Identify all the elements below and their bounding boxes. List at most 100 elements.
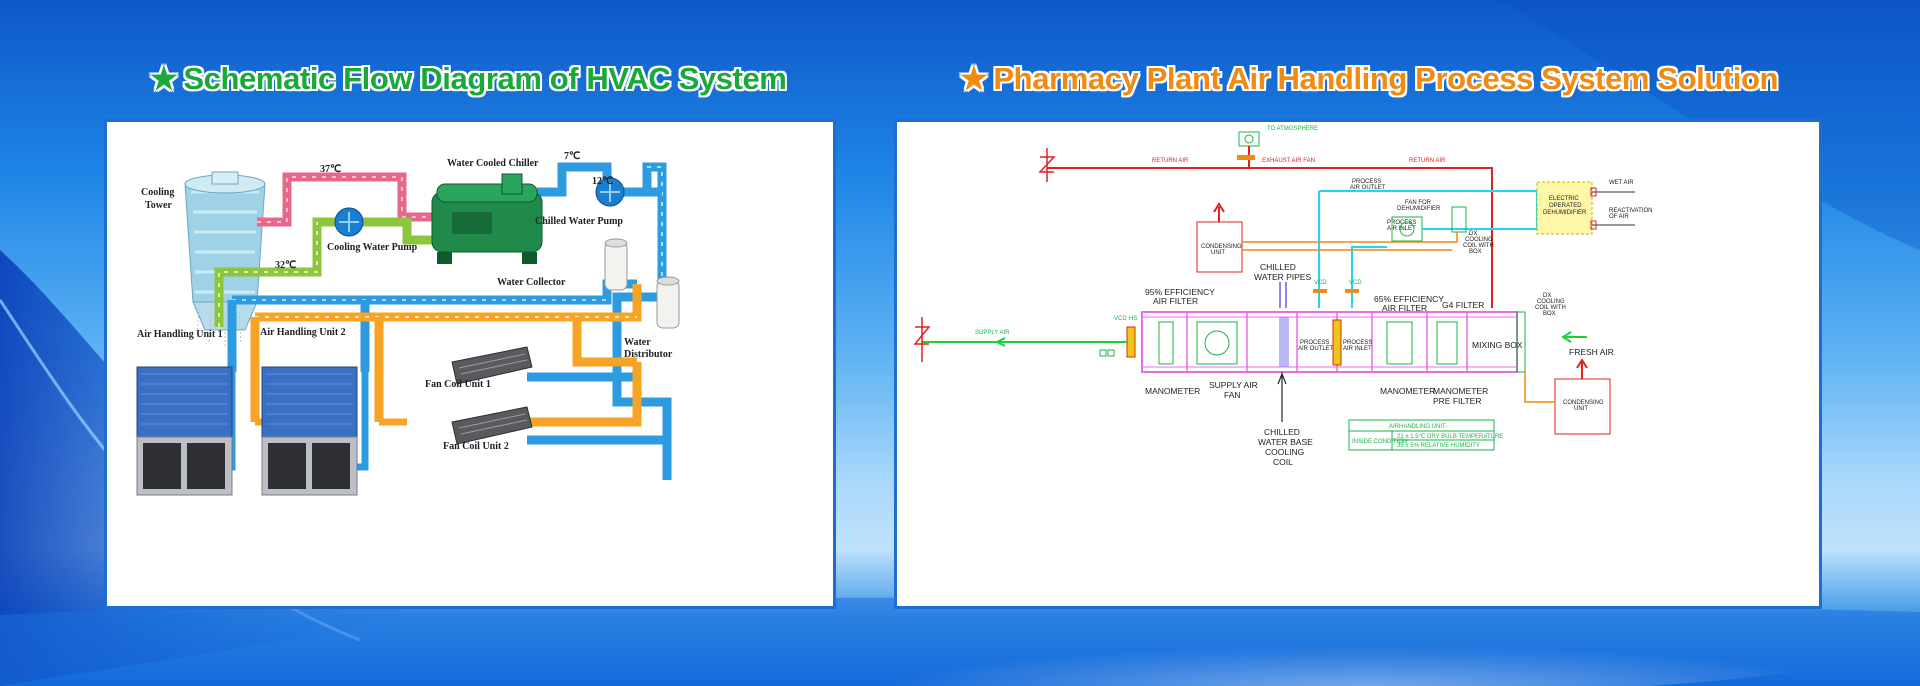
air-handling-unit-2-icon xyxy=(261,366,358,496)
chilled-water-pump-icon xyxy=(595,177,625,207)
star-icon: ★ xyxy=(150,61,178,96)
chiller-icon xyxy=(431,173,543,264)
table-left-cell: INSIDE CONDITION xyxy=(1352,439,1407,445)
dehumidifier-label-3: DEHUMIDIFIER xyxy=(1543,210,1587,216)
water-distributor-icon xyxy=(656,276,680,329)
condensing-unit-bottom-label-1: CONDENSING xyxy=(1563,400,1604,406)
eff65-label-2: AIR FILTER xyxy=(1382,303,1427,313)
return-air-line xyxy=(1047,167,1493,308)
chilled-pump-label: Chilled Water Pump xyxy=(535,216,623,227)
chilled-coil-label-4: COIL xyxy=(1273,457,1293,467)
reactivation-label-1: REACTIVATION xyxy=(1609,208,1652,214)
supply-air-fan-label-1: SUPPLY AIR xyxy=(1209,380,1258,390)
eff95-label-2: AIR FILTER xyxy=(1153,296,1198,306)
table-row-2: 35 ± 5% RELATIVE HUMIDITY xyxy=(1397,443,1480,449)
supply-air-fan-label-2: FAN xyxy=(1224,390,1241,400)
water-collector-icon xyxy=(604,238,628,291)
dx-coil-top-icon xyxy=(1451,206,1467,233)
cooling-pump-label: Cooling Water Pump xyxy=(327,242,418,253)
vcd-label-2: VCD xyxy=(1349,280,1362,286)
cooling-water-pump-icon xyxy=(334,207,364,237)
dx-coil-top-label-2: COOLING xyxy=(1465,237,1493,243)
condensing-unit-top-label-2: UNIT xyxy=(1211,250,1225,256)
ahu2-label: Air Handling Unit 2 xyxy=(260,327,346,338)
condensing-unit-top-label-1: CONDENSING xyxy=(1201,244,1242,250)
chilled-coil-label-1: CHILLED xyxy=(1264,427,1300,437)
dx-coil-right-label-3: COIL WITH xyxy=(1535,305,1566,311)
right-heading: ★Pharmacy Plant Air Handling Process Sys… xyxy=(960,60,1778,98)
hvac-diagram-panel: Cooling Tower xyxy=(104,119,836,609)
fan-dehumidifier-label-1: FAN FOR xyxy=(1405,200,1432,206)
ahu1-label: Air Handling Unit 1 xyxy=(137,329,223,340)
damper-icon xyxy=(1237,155,1255,160)
water-distributor-label-1: Water xyxy=(624,337,651,348)
break-line-icon xyxy=(1038,148,1056,182)
dx-coil-right-label-4: BOX xyxy=(1543,311,1556,317)
temp-12-label: 12℃ xyxy=(592,176,613,187)
left-heading-text: Schematic Flow Diagram of HVAC System xyxy=(183,61,787,96)
return-air-left-label: RETURN AIR xyxy=(1152,158,1189,164)
star-icon: ★ xyxy=(960,61,988,96)
exhaust-air-fan-label: EXHAUST AIR FAN xyxy=(1262,158,1315,164)
supply-air-label: SUPPLY AIR xyxy=(975,330,1010,336)
fcu2-label: Fan Coil Unit 2 xyxy=(443,441,509,452)
process-air-outlet-mid-label-1: PROCESS xyxy=(1300,340,1329,346)
chilled-water-pipes-label-2: WATER PIPES xyxy=(1254,272,1311,282)
dehumidifier-label-1: ELECTRIC xyxy=(1549,196,1579,202)
dx-coil-top-label-4: BOX xyxy=(1469,249,1482,255)
dx-coil-top-label-1: DX xyxy=(1469,231,1477,237)
to-atmosphere-label: TO ATMOSPHERE xyxy=(1267,126,1318,132)
temp-32-label: 32℃ xyxy=(275,260,296,271)
dx-coil-right-label-2: COOLING xyxy=(1537,299,1565,305)
manometer-1-label: MANOMETER xyxy=(1145,386,1200,396)
manometer-3-label-1: MANOMETER xyxy=(1433,386,1488,396)
fresh-air-arrow xyxy=(1561,331,1587,343)
left-heading: ★Schematic Flow Diagram of HVAC System xyxy=(150,60,787,98)
dx-coil-right-label-1: DX xyxy=(1543,293,1551,299)
process-air-inlet-top-label-2: AIR INLET xyxy=(1387,226,1416,232)
g4-filter-label: G4 FILTER xyxy=(1442,300,1484,310)
water-collector-label: Water Collector xyxy=(497,277,566,288)
exhaust-fan-icon xyxy=(1238,131,1260,147)
process-air-inlet-top-label-1: PROCESS xyxy=(1387,220,1416,226)
reactivation-label-2: OF AIR xyxy=(1609,214,1629,220)
air-handling-unit-1-icon xyxy=(136,366,233,496)
manometer-3-label-2: PRE FILTER xyxy=(1433,396,1482,406)
fan-dehumidifier-label-2: DEHUMIDIFIER xyxy=(1397,206,1441,212)
manometer-2-label: MANOMETER xyxy=(1380,386,1435,396)
chilled-coil-label-2: WATER BASE xyxy=(1258,437,1313,447)
chilled-water-pipes-label-1: CHILLED xyxy=(1260,262,1296,272)
ahu-process-panel: TO ATMOSPHERE RETURN AIR EXHAUST AIR FAN… xyxy=(894,119,1822,609)
temp-37-label: 37℃ xyxy=(320,164,341,175)
right-heading-text: Pharmacy Plant Air Handling Process Syst… xyxy=(993,61,1779,96)
process-air-outlet-top-label-2: AIR OUTLET xyxy=(1350,185,1386,191)
fresh-air-label: FRESH AIR xyxy=(1569,347,1614,357)
air-handling-unit-body xyxy=(1126,311,1526,373)
chiller-label: Water Cooled Chiller xyxy=(447,158,539,169)
cooling-tower-label-2: Tower xyxy=(145,200,172,211)
vcd-label-1: VCD xyxy=(1314,280,1327,286)
table-row-1: 21 ± 1.5°C DRY BULB TEMPERATURE xyxy=(1397,434,1503,440)
ahu-process-diagram: TO ATMOSPHERE RETURN AIR EXHAUST AIR FAN… xyxy=(913,126,1652,467)
process-air-outlet-top-label-1: PROCESS xyxy=(1352,179,1381,185)
wet-air-label: WET AIR xyxy=(1609,180,1634,186)
dehumidifier-label-2: OPERATED xyxy=(1549,203,1582,209)
water-distributor-label-2: Distributor xyxy=(624,349,673,360)
fan-coil-unit-2-icon xyxy=(451,406,533,445)
process-air-inlet-mid-label-1: PROCESS xyxy=(1343,340,1372,346)
process-air-inlet-mid-label-2: AIR INLET xyxy=(1343,346,1372,352)
eff65-label-1: 65% EFFICIENCY xyxy=(1374,294,1444,304)
condition-table xyxy=(1348,419,1495,451)
hvac-diagram: Cooling Tower xyxy=(136,151,680,496)
table-title: AIRHANDLING UNIT- xyxy=(1389,424,1447,430)
cooling-tower-label-1: Cooling xyxy=(141,187,174,198)
temp-7-label: 7℃ xyxy=(564,151,580,162)
eff95-label-1: 95% EFFICIENCY xyxy=(1145,287,1215,297)
condensing-unit-bottom-label-2: UNIT xyxy=(1574,406,1588,412)
mixing-box-label: MIXING BOX xyxy=(1472,340,1523,350)
chilled-coil-label-3: COOLING xyxy=(1265,447,1304,457)
process-air-outlet-mid-label-2: AIR OUTLET xyxy=(1298,346,1334,352)
dehumidifier-box xyxy=(1536,181,1593,235)
fcu1-label: Fan Coil Unit 1 xyxy=(425,379,491,390)
